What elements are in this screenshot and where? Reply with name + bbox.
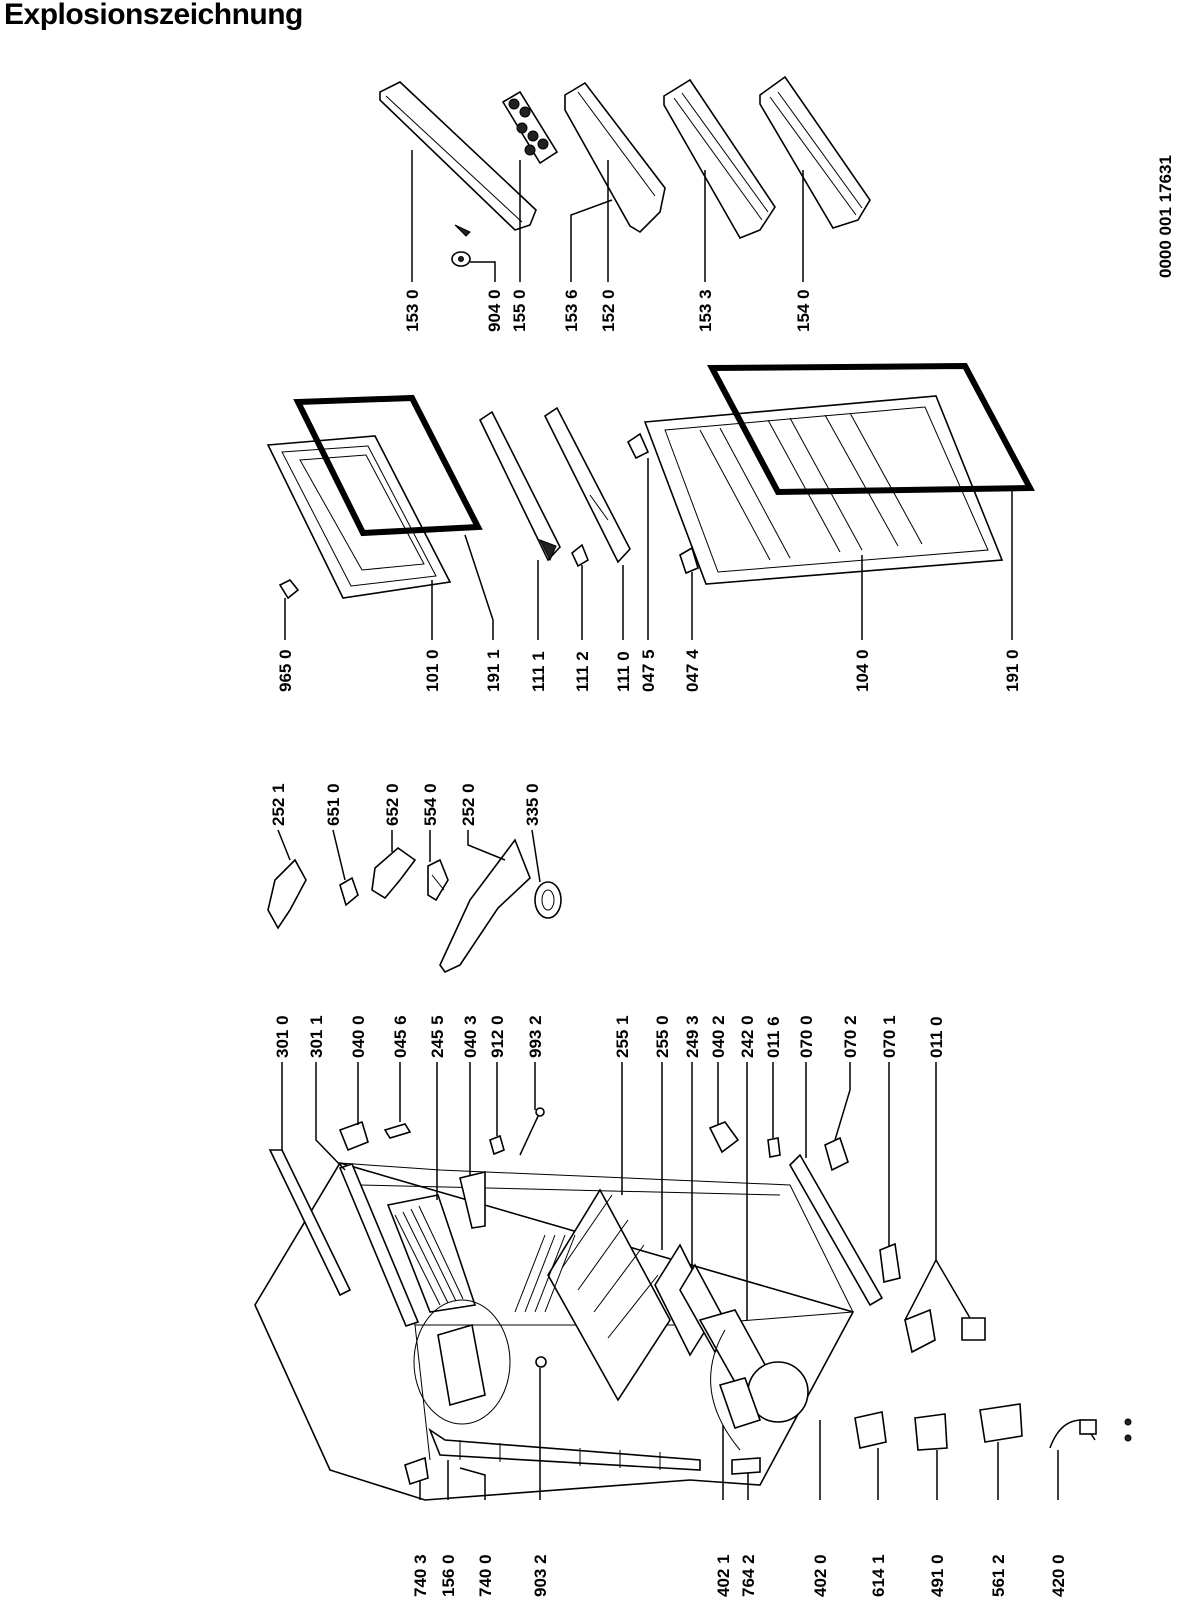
part-label-0110: 011 0 <box>927 1016 946 1058</box>
part-label-2551: 255 1 <box>613 1015 632 1058</box>
hinge-0110 <box>904 1308 986 1354</box>
part-labels: 153 0 904 0 155 0 153 6 152 0 153 3 154 0 965 0… <box>269 289 1068 1597</box>
hinge-0474 <box>679 546 699 575</box>
lamp-6510 <box>339 876 359 907</box>
part-label-0403: 040 3 <box>461 1015 480 1058</box>
part-label-1910: 191 0 <box>1003 649 1022 692</box>
part-label-1040: 104 0 <box>853 649 872 692</box>
part-label-6510: 651 0 <box>324 783 343 826</box>
part-label-1010: 101 0 <box>423 649 442 692</box>
front-strip-0700 <box>789 1153 884 1307</box>
screw-0456 <box>383 1123 412 1139</box>
part-label-0702: 070 2 <box>841 1015 860 1058</box>
part-label-9032: 903 2 <box>531 1554 550 1597</box>
part-label-7642: 764 2 <box>739 1554 758 1597</box>
page-title: Explosionszeichnung <box>4 0 303 31</box>
part-label-0116: 011 6 <box>764 1016 783 1058</box>
part-label-2520: 252 0 <box>459 783 478 826</box>
part-label-1110: 111 0 <box>614 651 633 692</box>
door-shelf-1533 <box>663 78 776 240</box>
part-label-9040: 904 0 <box>485 289 504 332</box>
handle-1110 <box>543 406 631 564</box>
pin-9120 <box>489 1134 505 1156</box>
part-label-1550: 155 0 <box>510 289 529 332</box>
part-label-3010: 301 0 <box>273 1015 292 1058</box>
part-label-7403: 740 3 <box>411 1554 430 1597</box>
foot-7403 <box>404 1456 429 1486</box>
freezer-door-1010 <box>266 435 452 599</box>
handle-1111 <box>478 410 561 562</box>
lamp-holder-6520 <box>371 846 417 900</box>
screw-9032 <box>535 1356 547 1368</box>
hinge-0400 <box>338 1120 369 1152</box>
part-label-9120: 912 0 <box>488 1015 507 1058</box>
part-label-2550: 255 0 <box>653 1015 672 1058</box>
part-label-3011: 301 1 <box>307 1015 326 1058</box>
bracket-0403 <box>459 1170 486 1229</box>
foot-0116 <box>767 1137 781 1158</box>
cover-strip-3010 <box>268 1149 352 1297</box>
cover-2521 <box>267 858 307 930</box>
door-shelf-1530 <box>379 81 537 237</box>
hinge-0702 <box>824 1136 849 1172</box>
part-label-1540: 154 0 <box>794 289 813 332</box>
part-label-5612: 561 2 <box>989 1554 1008 1597</box>
part-label-7400: 740 0 <box>476 1554 495 1597</box>
ice-tray-area <box>413 1299 511 1425</box>
part-label-2455: 245 5 <box>428 1015 447 1058</box>
part-label-0402: 040 2 <box>709 1015 728 1058</box>
part-label-0701: 070 1 <box>880 1015 899 1058</box>
part-label-2521: 252 1 <box>269 783 288 826</box>
cover-0701 <box>879 1242 901 1283</box>
part-label-4200: 420 0 <box>1049 1554 1068 1597</box>
part-label-1533: 153 3 <box>696 289 715 332</box>
part-label-0400: 040 0 <box>349 1015 368 1058</box>
part-label-9932: 993 2 <box>526 1015 545 1058</box>
part-label-2493: 249 3 <box>683 1015 702 1058</box>
sensor-9932 <box>519 1107 545 1156</box>
egg-tray-1550 <box>501 90 559 165</box>
hinge-0475 <box>626 432 650 460</box>
bracket-7642 <box>731 1457 761 1475</box>
relay-4021 <box>718 1377 762 1429</box>
part-label-4021: 402 1 <box>714 1554 733 1597</box>
part-label-1911: 191 1 <box>484 649 503 692</box>
freezer-shelf-2551 <box>547 1188 671 1402</box>
electrical-parts <box>854 1403 1132 1451</box>
rack-small <box>514 1234 576 1313</box>
door-shelf-1540 <box>759 75 871 229</box>
part-label-1560: 156 0 <box>439 1554 458 1597</box>
part-label-0700: 070 0 <box>797 1015 816 1058</box>
part-label-3350: 335 0 <box>523 783 542 826</box>
part-label-4910: 491 0 <box>928 1554 947 1597</box>
part-label-4020: 402 0 <box>811 1554 830 1597</box>
part-label-1112: 111 2 <box>573 651 592 692</box>
knob-3350 <box>534 881 562 919</box>
evaporator-2455 <box>386 1194 477 1313</box>
part-label-0474: 047 4 <box>683 649 702 692</box>
part-label-9650: 965 0 <box>276 649 295 692</box>
part-label-6141: 614 1 <box>869 1554 888 1597</box>
part-label-0475: 047 5 <box>639 649 658 692</box>
part-label-6520: 652 0 <box>383 783 402 826</box>
thermostat-5540 <box>427 858 449 902</box>
gasket-1911 <box>293 394 483 537</box>
door-shelf-1520 <box>564 81 666 234</box>
hinge-0402 <box>708 1121 740 1154</box>
gasket-1910 <box>707 362 1035 496</box>
part-label-1530: 153 0 <box>403 289 422 332</box>
clip-1112 <box>571 543 589 568</box>
part-label-5540: 554 0 <box>421 783 440 826</box>
part-label-1520: 152 0 <box>599 289 618 332</box>
frame-3011 <box>338 1163 420 1327</box>
part-label-1111: 111 1 <box>529 651 548 692</box>
part-label-0456: 045 6 <box>391 1015 410 1058</box>
leader-lines <box>277 150 1059 1500</box>
washer-9040 <box>451 251 471 267</box>
housing-2520 <box>439 838 531 974</box>
part-label-2420: 242 0 <box>738 1015 757 1058</box>
cap-9650 <box>278 578 300 600</box>
part-label-1536: 153 6 <box>562 289 581 332</box>
